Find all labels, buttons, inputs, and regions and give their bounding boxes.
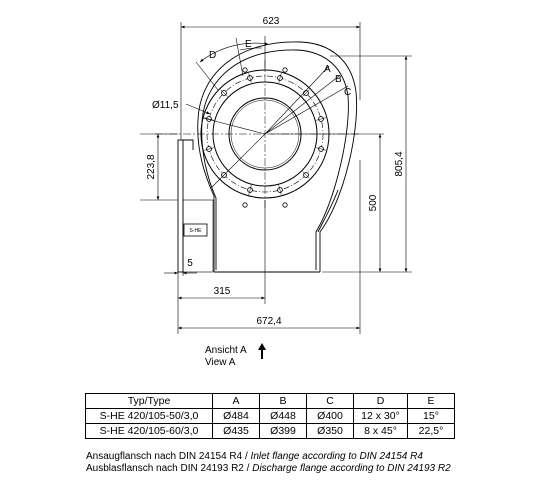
dim-width-top: 623 [263, 16, 280, 27]
cell-b: Ø448 [259, 408, 307, 424]
bolt-hole-centerline [220, 89, 228, 97]
outlet-note-de: Ausblasflansch nach DIN 24193 R2 / [86, 463, 253, 474]
cell-c: Ø350 [306, 423, 354, 439]
cell-d: 12 x 30° [353, 408, 408, 424]
outlet-note: Ausblasflansch nach DIN 24193 R2 / Disch… [86, 463, 451, 475]
view-label-de: Ansicht A [205, 345, 247, 356]
bolt-hole-centerline [302, 171, 310, 179]
table-row: S-HE 420/105-60/3,0 Ø435 Ø399 Ø350 8 x 4… [85, 423, 455, 439]
bolt-holes [204, 67, 326, 208]
dim-axis-offset: 223,8 [146, 154, 157, 179]
bolt-hole-centerline [248, 185, 252, 195]
mounting-hole [282, 67, 288, 73]
cell-e: 22,5° [407, 423, 455, 439]
dim-inlet-offset: 315 [214, 286, 231, 297]
bolt-hole-centerline [278, 73, 282, 83]
mounting-hole [242, 67, 248, 73]
nameplate: S-HE [183, 223, 208, 237]
view-arrow-icon [258, 343, 266, 359]
cell-c: Ø400 [306, 408, 354, 424]
side-flange [177, 139, 214, 273]
inlet-note-en: Inlet flange according to DIN 24154 R4 [250, 451, 423, 462]
mounting-hole [282, 202, 288, 208]
spec-table: Typ/Type A B C D E S-HE 420/105-50/3,0 Ø… [85, 393, 455, 439]
cell-a: Ø435 [212, 423, 260, 439]
header-a: A [212, 393, 260, 409]
inlet-note: Ansaugflansch nach DIN 24154 R4 / Inlet … [86, 451, 451, 463]
bolt-hole-centerline [248, 73, 252, 83]
outlet-note-en: Discharge flange according to DIN 24193 … [252, 463, 451, 474]
cell-e: 15° [407, 408, 455, 424]
cell-a: Ø484 [212, 408, 260, 424]
dim-width-bottom: 672,4 [256, 316, 281, 327]
bolt-hole-centerline [316, 117, 326, 121]
bolt-hole-centerline [204, 117, 214, 121]
bolt-hole-centerline [204, 147, 214, 151]
header-c: C [306, 393, 354, 409]
hole-dia-leader [185, 103, 211, 115]
view-label: Ansicht A View A [205, 345, 247, 369]
dim-flange-width: 5 [187, 258, 193, 269]
label-b: B [335, 74, 342, 85]
mounting-hole [242, 202, 248, 208]
cell-b: Ø399 [259, 423, 307, 439]
dim-height-total: 805,4 [394, 151, 405, 176]
table-row: S-HE 420/105-50/3,0 Ø484 Ø448 Ø400 12 x … [85, 408, 455, 424]
bolt-hole-centerline [278, 185, 282, 195]
diameter-leaders [202, 65, 349, 188]
cell-d: 8 x 45° [353, 423, 408, 439]
inlet-note-de: Ansaugflansch nach DIN 24154 R4 / [86, 451, 251, 462]
header-b: B [259, 393, 307, 409]
label-a: A [324, 64, 331, 75]
view-label-en: View A [205, 357, 236, 368]
bolt-hole-centerline [316, 147, 326, 151]
angle-dimensions [195, 36, 269, 91]
bolt-hole-centerline [302, 89, 310, 97]
cell-type: S-HE 420/105-60/3,0 [85, 423, 213, 439]
header-e: E [407, 393, 455, 409]
dim-height-axis: 500 [368, 194, 379, 211]
label-e: E [245, 39, 252, 50]
header-type: Typ/Type [85, 393, 213, 409]
fan-housing [197, 41, 358, 273]
label-d: D [209, 50, 216, 61]
dimension-lines [140, 22, 412, 334]
cell-type: S-HE 420/105-50/3,0 [85, 408, 213, 424]
nameplate-text: S-HE [190, 228, 203, 234]
fan-technical-drawing: S-HE [140, 16, 412, 334]
label-c: C [344, 87, 351, 98]
spec-table-header: Typ/Type A B C D E [85, 393, 455, 409]
flange-notes: Ansaugflansch nach DIN 24154 R4 / Inlet … [86, 451, 451, 475]
dim-hole-dia: Ø11,5 [152, 100, 179, 111]
header-d: D [353, 393, 408, 409]
